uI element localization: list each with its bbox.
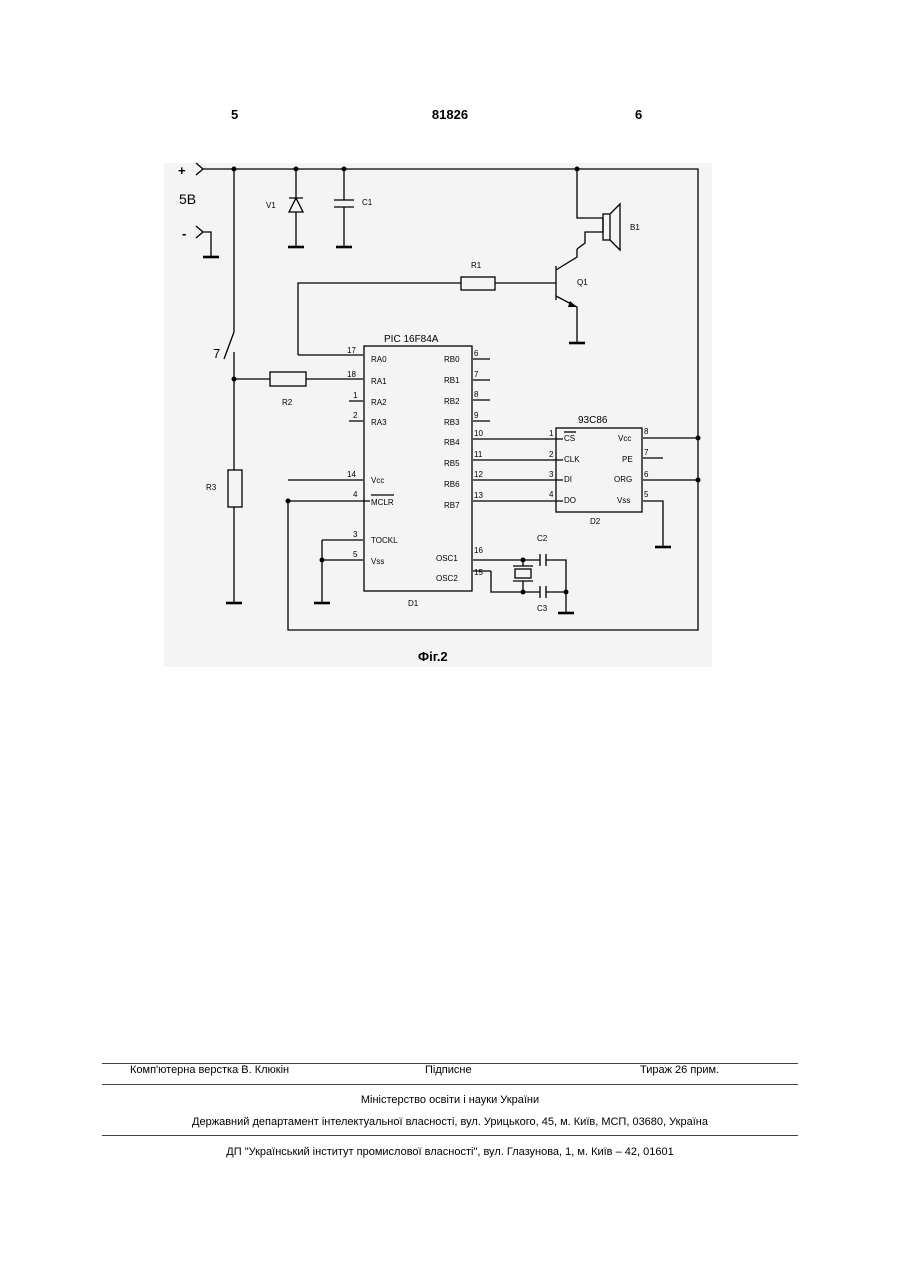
mcu-pin-num: 18 [347, 370, 356, 379]
junction-dot [564, 590, 569, 595]
v1-label: V1 [266, 201, 276, 210]
mcu-pin-num: 13 [474, 491, 483, 500]
mcu-pin-name: RA1 [371, 377, 387, 386]
switch-label: 7 [213, 346, 220, 361]
mcu-pin-num: 3 [353, 530, 358, 539]
mcu-pin-name: RB5 [444, 459, 460, 468]
junction-dot [521, 558, 526, 563]
r1-label: R1 [471, 261, 482, 270]
mcu-pin-num: 15 [474, 568, 483, 577]
eeprom-pin-num: 7 [644, 448, 649, 457]
eeprom-pin-name: DI [564, 475, 572, 484]
junction-dot [294, 167, 299, 172]
mcu-pin-num: 16 [474, 546, 483, 555]
circuit-schematic: + 5B - V1 C1 B1 Q1 R1 7 R2 R3 PIC 16F84A… [0, 0, 900, 700]
c2-label: C2 [537, 534, 548, 543]
eeprom-pin-name: CS [564, 434, 575, 443]
supply-voltage-label: 5B [179, 191, 196, 207]
mcu-pin-num: 5 [353, 550, 358, 559]
footer-signed: Підписне [425, 1064, 472, 1076]
mcu-pin-name: RB6 [444, 480, 460, 489]
eeprom-pin-num: 8 [644, 427, 649, 436]
eeprom-name: 93C86 [578, 415, 608, 426]
eeprom-pin-num: 4 [549, 490, 554, 499]
mcu-pin-name: RB0 [444, 355, 460, 364]
mcu-pin-num: 2 [353, 411, 358, 420]
junction-dot [286, 499, 291, 504]
mcu-pin-name: RA0 [371, 355, 387, 364]
eeprom-pin-name: PE [622, 455, 633, 464]
mcu-pin-name: OSC1 [436, 554, 458, 563]
junction-dot [342, 167, 347, 172]
mcu-pin-name: TOCKL [371, 536, 398, 545]
eeprom-pin-name: CLK [564, 455, 580, 464]
mcu-pin-name: RB7 [444, 501, 460, 510]
footer-circulation: Тираж 26 прим. [640, 1064, 719, 1076]
mcu-pin-num: 7 [474, 370, 479, 379]
footer-rule [102, 1084, 798, 1085]
mcu-pin-name: RA3 [371, 418, 387, 427]
b1-label: B1 [630, 223, 640, 232]
mcu-pin-num: 11 [474, 450, 483, 459]
eeprom-pin-name: Vcc [618, 434, 631, 443]
mcu-pin-num: 9 [474, 411, 479, 420]
eeprom-pin-num: 5 [644, 490, 649, 499]
mcu-pin-name: Vcc [371, 476, 384, 485]
junction-dot [521, 590, 526, 595]
mcu-pin-name: OSC2 [436, 574, 458, 583]
footer-department: Державний департамент інтелектуальної вл… [0, 1116, 900, 1128]
mcu-name: PIC 16F84A [384, 334, 439, 345]
mcu-pin-name: Vss [371, 557, 384, 566]
mcu-pin-name: MCLR [371, 498, 394, 507]
mcu-pin-name: RB4 [444, 438, 460, 447]
eeprom-pin-name: DO [564, 496, 576, 505]
supply-plus-label: + [178, 163, 186, 178]
footer-typesetting: Комп'ютерна верстка В. Клюкін [130, 1064, 289, 1076]
figure-caption: Фіг.2 [418, 649, 448, 664]
footer-rule [102, 1135, 798, 1136]
supply-minus-label: - [182, 226, 186, 241]
q1-label: Q1 [577, 278, 588, 287]
eeprom-pin-num: 6 [644, 470, 649, 479]
mcu-pin-num: 8 [474, 390, 479, 399]
c3-label: C3 [537, 604, 548, 613]
r2-label: R2 [282, 398, 293, 407]
eeprom-pin-name: Vss [617, 496, 630, 505]
mcu-pin-name: RA2 [371, 398, 387, 407]
eeprom-pin-num: 1 [549, 429, 554, 438]
eeprom-pin-num: 3 [549, 470, 554, 479]
mcu-pin-num: 14 [347, 470, 356, 479]
footer-institute: ДП "Український інститут промислової вла… [0, 1146, 900, 1158]
junction-dot [696, 478, 701, 483]
eeprom-pin-num: 2 [549, 450, 554, 459]
r3-label: R3 [206, 483, 217, 492]
c1-label: C1 [362, 198, 373, 207]
mcu-ref: D1 [408, 599, 419, 608]
mcu-pin-num: 17 [347, 346, 356, 355]
mcu-pin-name: RB1 [444, 376, 460, 385]
mcu-pin-num: 1 [353, 391, 358, 400]
mcu-pin-name: RB2 [444, 397, 460, 406]
mcu-pin-num: 10 [474, 429, 483, 438]
mcu-pin-num: 6 [474, 349, 479, 358]
mcu-pin-num: 4 [353, 490, 358, 499]
mcu-pin-name: RB3 [444, 418, 460, 427]
junction-dot [320, 558, 325, 563]
junction-dot [696, 436, 701, 441]
eeprom-ref: D2 [590, 517, 601, 526]
mcu-pin-num: 12 [474, 470, 483, 479]
footer-ministry: Міністерство освіти і науки України [0, 1094, 900, 1106]
eeprom-pin-name: ORG [614, 475, 632, 484]
